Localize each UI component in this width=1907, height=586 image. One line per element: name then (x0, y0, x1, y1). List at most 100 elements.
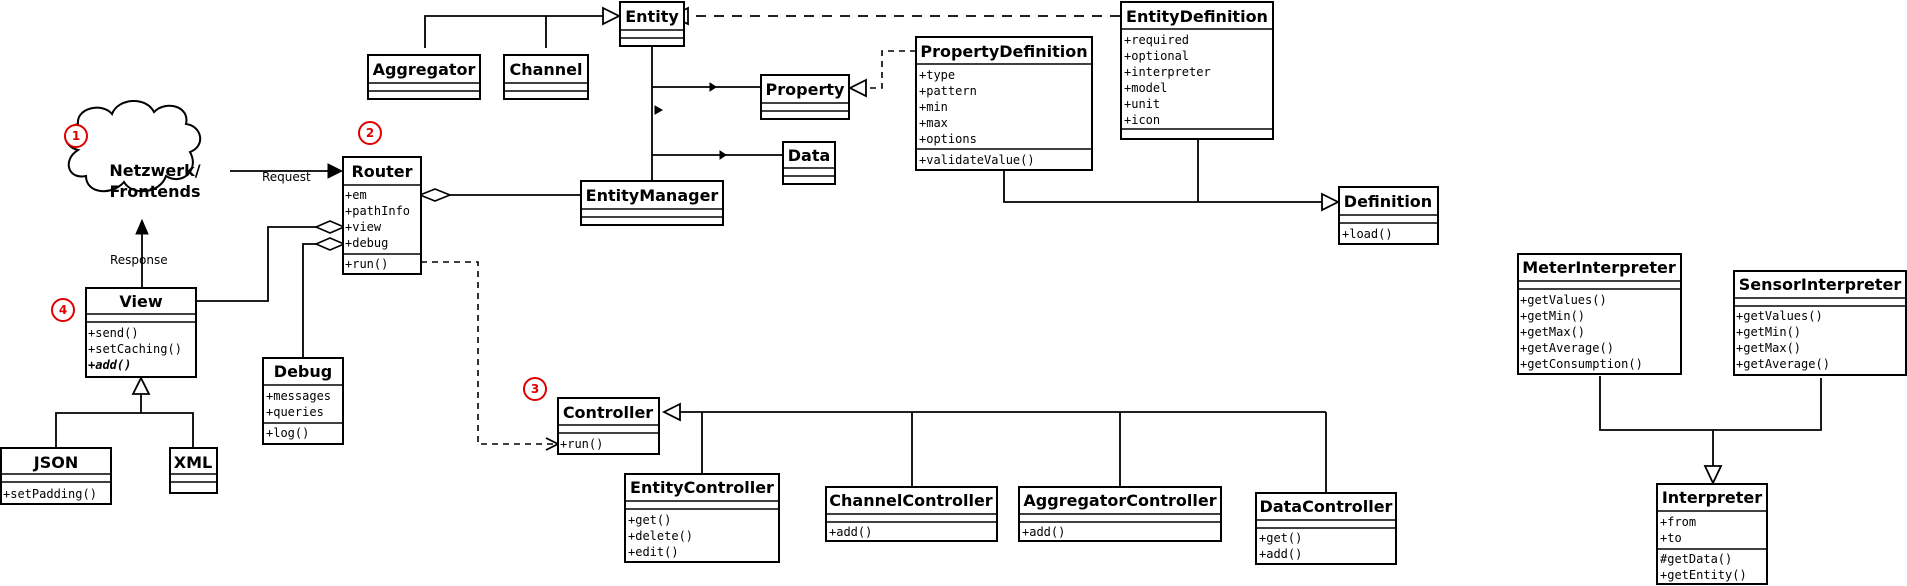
sensorinterpreter-method-getvalues: +getValues() (1736, 309, 1823, 323)
class-view: View +send() +setCaching() +add() (85, 287, 197, 378)
step-marker-2: 2 (358, 121, 382, 145)
aggregator-generalization-line (424, 15, 603, 48)
propertydefinition-attr-min: +min (919, 100, 948, 114)
step-marker-3: 3 (523, 377, 547, 401)
response-label: Response (110, 253, 168, 267)
meter-generalization-line (1599, 376, 1822, 431)
entitydefinition-attr-required: +required (1124, 33, 1189, 47)
class-debug: Debug +messages +queries +log() (262, 357, 344, 445)
router-view-aggregation-line (196, 226, 316, 302)
definition-generalization-arrowhead (1321, 192, 1341, 212)
network-frontends-cloud: Netzwerk/ Frontends (64, 100, 201, 201)
view-method-send: +send() (88, 326, 139, 340)
class-sensorinterpreter-name: SensorInterpreter (1739, 275, 1902, 294)
step-marker-4-label: 4 (59, 303, 67, 317)
entitydefinition-attr-unit: +unit (1124, 97, 1160, 111)
sensorinterpreter-method-getaverage: +getAverage() (1736, 357, 1830, 371)
router-view-aggregation-diamond (313, 220, 347, 234)
propertydefinition-definition-line (1003, 171, 1322, 203)
sensorinterpreter-method-getmax: +getMax() (1736, 341, 1801, 355)
debug-attr-queries: +queries (266, 405, 324, 419)
class-meterinterpreter-name: MeterInterpreter (1522, 258, 1676, 277)
view-method-setcaching: +setCaching() (88, 342, 182, 356)
class-json: JSON +setPadding() (0, 447, 112, 505)
entitydefinition-attr-model: +model (1124, 81, 1167, 95)
view-generalization-arrowhead (131, 375, 151, 395)
response-arrowhead (135, 218, 149, 235)
meterinterpreter-method-getvalues: +getValues() (1520, 293, 1607, 307)
class-datacontroller: DataController +get() +add() (1255, 492, 1397, 565)
class-entitycontroller: EntityController +get() +delete() +edit(… (624, 473, 780, 563)
router-attr-debug: +debug (345, 236, 388, 250)
class-aggregatorcontroller-name: AggregatorController (1023, 491, 1216, 510)
propertydefinition-attr-max: +max (919, 116, 948, 130)
request-label: Request (262, 170, 311, 184)
propertydefinition-property-dependency-line (866, 50, 916, 89)
datacontroller-method-add: +add() (1259, 547, 1302, 561)
request-arrowhead (327, 163, 344, 179)
class-definition-name: Definition (1344, 192, 1432, 211)
sensorinterpreter-method-getmin: +getMin() (1736, 325, 1801, 339)
class-debug-name: Debug (274, 362, 332, 381)
class-entity-name: Entity (625, 7, 679, 26)
class-xml-name: XML (174, 453, 212, 472)
step-marker-2-label: 2 (366, 126, 374, 140)
router-em-aggregation-diamond (417, 188, 453, 202)
class-entitydefinition: EntityDefinition +required +optional +in… (1120, 1, 1274, 140)
entitycontroller-method-delete: +delete() (628, 529, 693, 543)
class-entity: Entity (619, 1, 685, 47)
debug-attr-messages: +messages (266, 389, 331, 403)
class-property-name: Property (766, 80, 845, 99)
class-controller-name: Controller (563, 403, 653, 422)
router-debug-aggregation-diamond (313, 237, 347, 251)
class-entitydefinition-name: EntityDefinition (1126, 7, 1268, 26)
class-router: Router +em +pathInfo +view +debug +run() (342, 156, 422, 275)
router-attr-pathinfo: +pathInfo (345, 204, 410, 218)
class-view-name: View (119, 292, 162, 311)
class-definition: Definition +load() (1338, 186, 1439, 245)
entitydefinition-attr-interpreter: +interpreter (1124, 65, 1211, 79)
propertydefinition-method-validatevalue: +validateValue() (919, 153, 1035, 167)
step-marker-1: 1 (64, 124, 88, 148)
datacontroller-method-get: +get() (1259, 531, 1302, 545)
class-sensorinterpreter: SensorInterpreter +getValues() +getMin()… (1733, 270, 1907, 376)
interpreter-method-getdata: #getData() (1660, 552, 1732, 566)
class-meterinterpreter: MeterInterpreter +getValues() +getMin() … (1517, 253, 1682, 375)
interpreter-attr-to: +to (1660, 531, 1682, 545)
class-json-name: JSON (33, 453, 78, 472)
class-property: Property (760, 74, 850, 120)
class-aggregator-name: Aggregator (373, 60, 476, 79)
definition-method-load: +load() (1342, 227, 1393, 241)
class-controller: Controller +run() (557, 397, 660, 455)
json-method-setpadding: +setPadding() (3, 487, 97, 501)
entitycontroller-method-edit: +edit() (628, 545, 679, 559)
router-method-run: +run() (345, 257, 388, 271)
meterinterpreter-method-getaverage: +getAverage() (1520, 341, 1614, 355)
aggregatorcontroller-method-add: +add() (1022, 525, 1065, 539)
class-interpreter-name: Interpreter (1662, 488, 1762, 507)
entitydefinition-attr-icon: +icon (1124, 113, 1160, 127)
class-propertydefinition-name: PropertyDefinition (920, 42, 1087, 61)
interpreter-method-getentity: +getEntity() (1660, 568, 1747, 582)
router-attr-view: +view (345, 220, 382, 234)
interpreter-attr-from: +from (1660, 515, 1696, 529)
entitydefinition-attr-optional: +optional (1124, 49, 1189, 63)
class-xml: XML (169, 447, 218, 494)
class-data-name: Data (788, 146, 831, 165)
cloud-label-line2: Frontends (109, 182, 200, 201)
class-channel: Channel (503, 54, 589, 100)
class-channelcontroller-name: ChannelController (829, 491, 993, 510)
propertydefinition-attr-type: +type (919, 68, 955, 82)
entity-generalization-arrowhead (602, 6, 622, 26)
class-entitymanager: EntityManager (580, 180, 724, 226)
class-data: Data (782, 141, 836, 185)
class-interpreter: Interpreter +from +to #getData() +getEnt… (1656, 483, 1768, 585)
propertydefinition-property-arrowhead (847, 78, 867, 98)
debug-method-log: +log() (266, 426, 309, 440)
meterinterpreter-method-getmax: +getMax() (1520, 325, 1585, 339)
meterinterpreter-method-getconsumption: +getConsumption() (1520, 357, 1643, 371)
class-propertydefinition: PropertyDefinition +type +pattern +min +… (915, 36, 1093, 171)
interpreter-generalization-arrowhead (1703, 465, 1723, 486)
class-entitycontroller-name: EntityController (630, 478, 774, 497)
